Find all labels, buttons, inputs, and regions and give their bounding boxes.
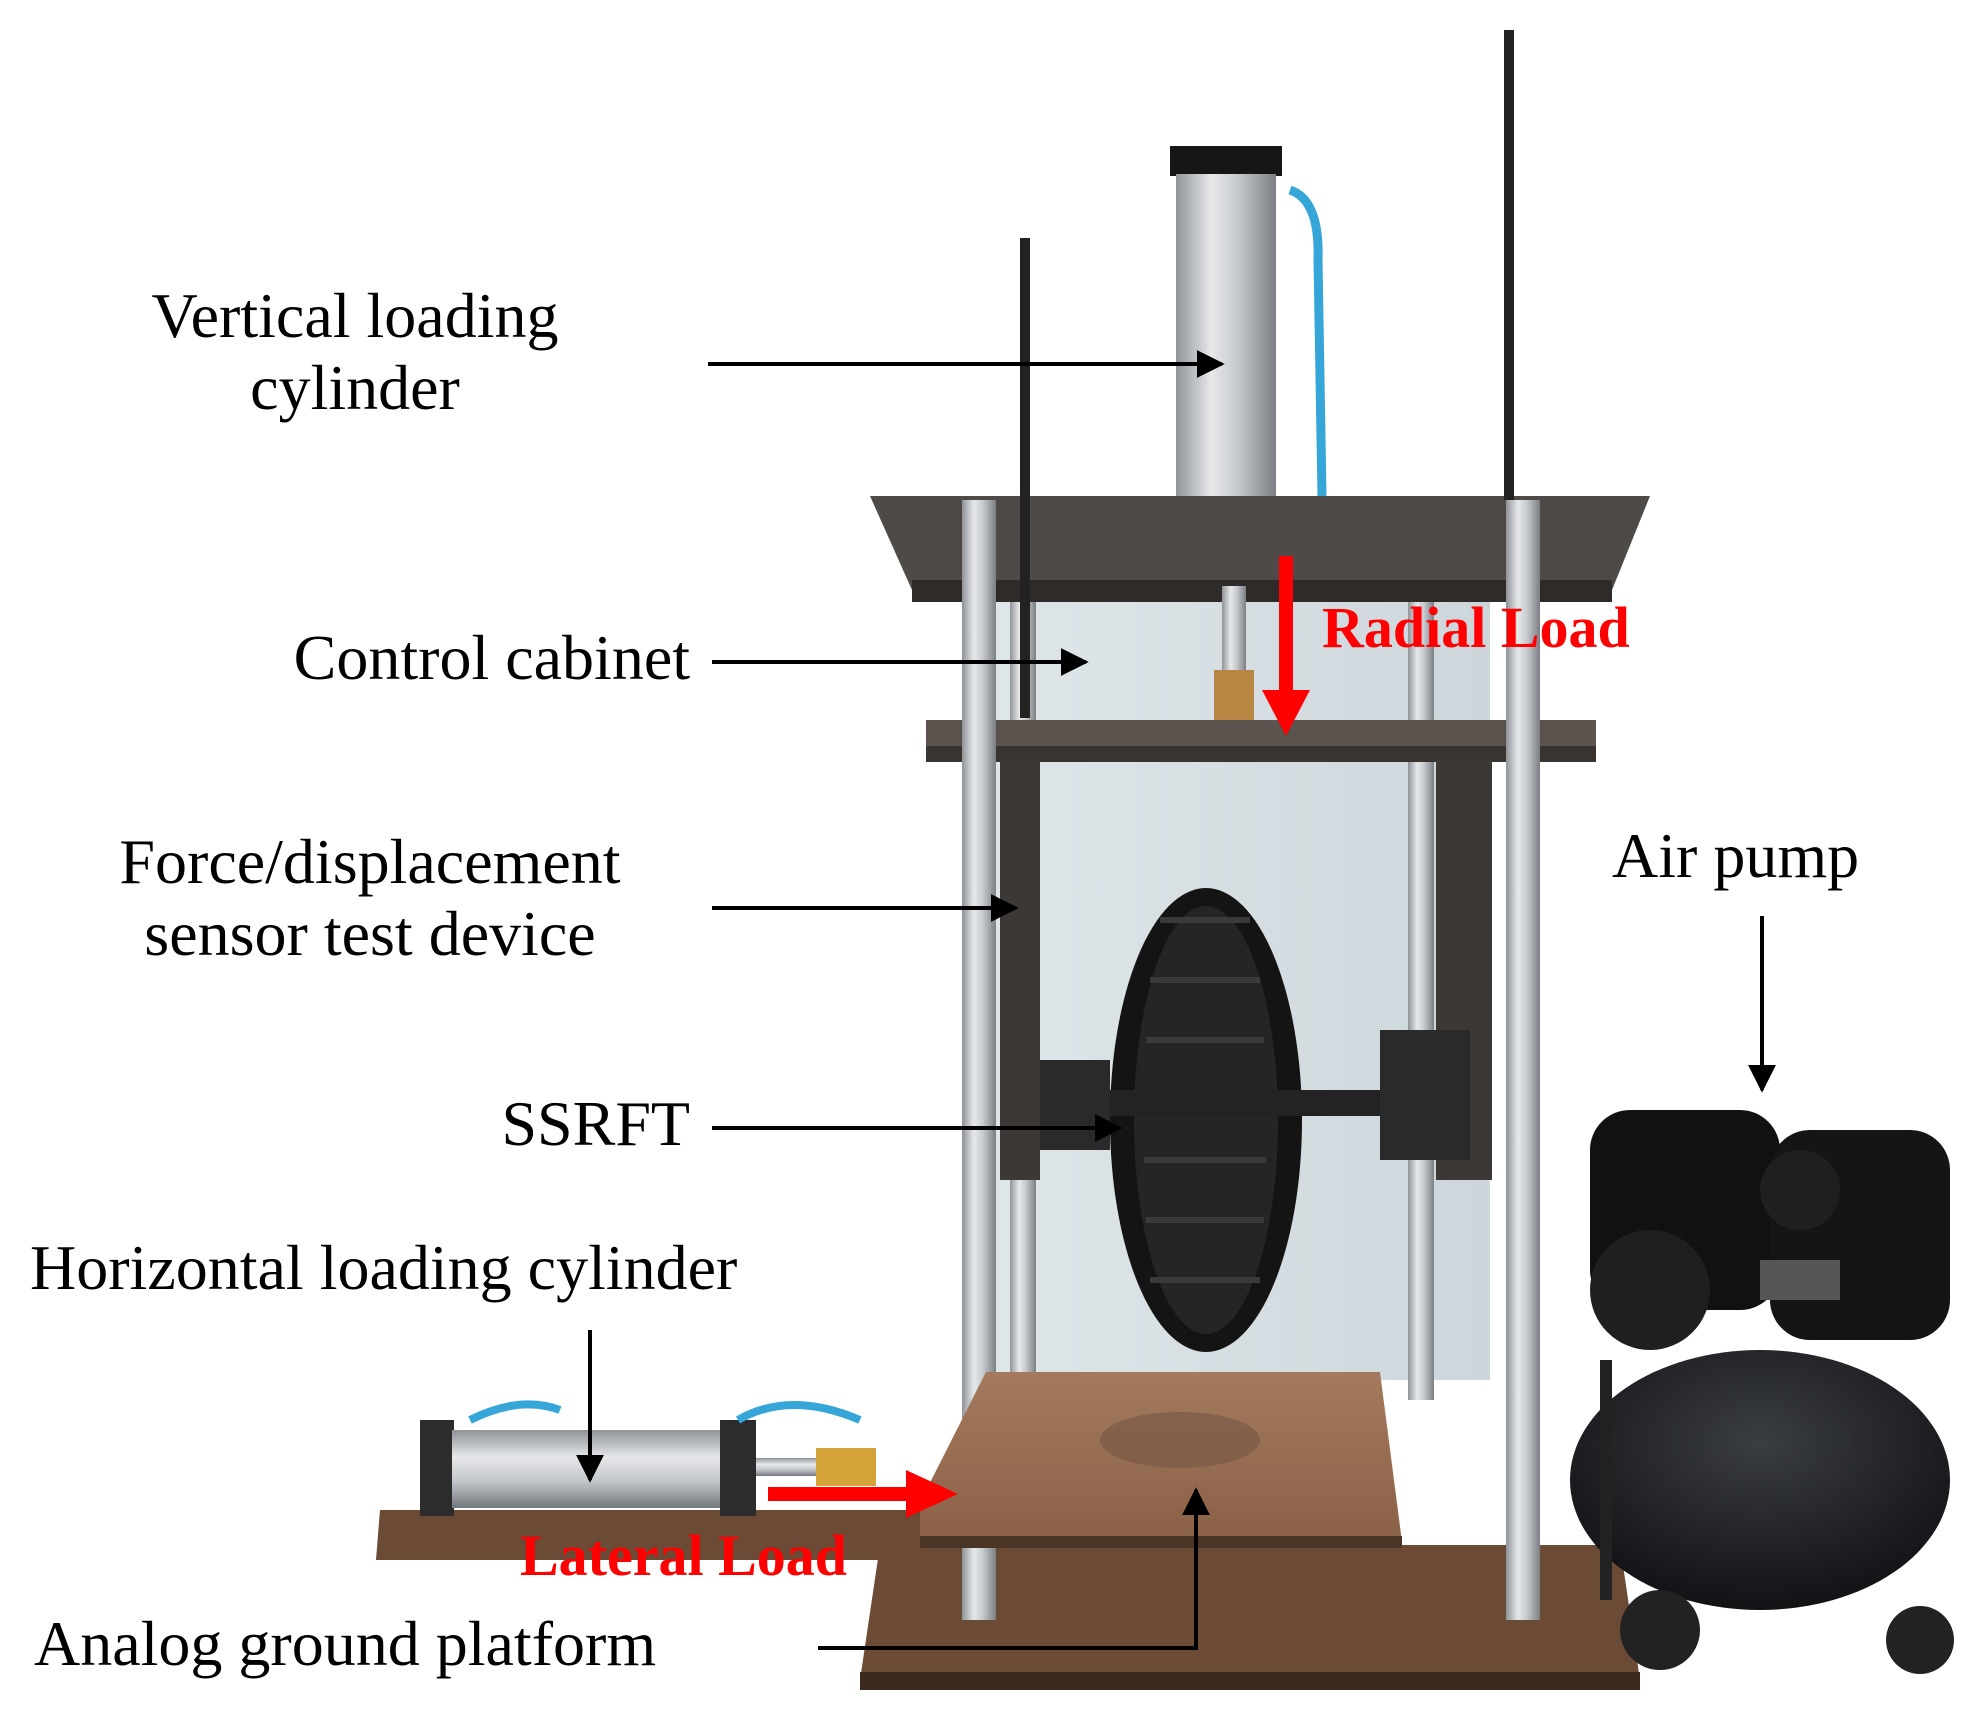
tire-footprint	[1100, 1412, 1260, 1468]
lateral-load-arrow-head	[906, 1470, 958, 1518]
radial-load-arrow-head	[1262, 690, 1310, 736]
label-vertical-loading-cylinder-line2: cylinder	[250, 351, 460, 423]
pump-fan-left	[1590, 1230, 1710, 1350]
clamp-left	[1040, 1060, 1110, 1150]
label-vertical-loading-cylinder-line1: Vertical loading	[151, 280, 559, 351]
label-air-pump-text: Air pump	[1612, 820, 1860, 891]
base-plate-edge	[860, 1672, 1640, 1690]
label-horizontal-cylinder-text: Horizontal loading cylinder	[30, 1232, 738, 1303]
radial-load-arrow-shaft	[1279, 556, 1293, 696]
middle-plate	[926, 720, 1596, 750]
axle	[1080, 1090, 1400, 1116]
label-force-sensor-line2: sensor test device	[144, 897, 596, 969]
air-tank-strap	[1600, 1360, 1612, 1600]
pointer-analog-ground	[818, 1487, 1210, 1650]
label-ssrft: SSRFT	[400, 1088, 690, 1160]
vertical-cylinder-body	[1176, 174, 1276, 496]
horizontal-cylinder-end-right	[720, 1420, 756, 1516]
label-radial-load-text: Radial Load	[1322, 595, 1630, 660]
vertical-cylinder-cap	[1170, 146, 1282, 176]
label-ssrft-text: SSRFT	[501, 1088, 690, 1159]
pump-wheel-left	[1620, 1590, 1700, 1670]
top-plate-front	[912, 580, 1612, 602]
pointer-arrows	[576, 350, 1776, 1650]
top-plate	[870, 496, 1650, 590]
label-analog-ground-platform: Analog ground platform	[34, 1608, 656, 1680]
label-lateral-load: Lateral Load	[520, 1523, 848, 1589]
label-control-cabinet: Control cabinet	[160, 622, 690, 694]
horizontal-load-cell	[816, 1448, 876, 1486]
horizontal-cylinder-body	[452, 1430, 722, 1508]
clamp-right	[1380, 1030, 1470, 1160]
middle-plate-front	[926, 746, 1596, 762]
label-air-pump: Air pump	[1612, 820, 1859, 892]
load-cell	[1214, 670, 1254, 720]
ground-platform-edge	[900, 1536, 1402, 1548]
label-analog-ground-text: Analog ground platform	[34, 1608, 657, 1679]
pump-plate	[1760, 1260, 1840, 1300]
pump-wheel-right	[1886, 1606, 1954, 1674]
horizontal-cylinder-end-left	[420, 1420, 454, 1516]
load-arrows	[768, 556, 1310, 1518]
air-hose-blue	[1288, 185, 1327, 497]
threaded-rod-left	[1020, 238, 1030, 718]
horizontal-base	[376, 1510, 920, 1560]
label-control-cabinet-text: Control cabinet	[293, 622, 690, 693]
rear-column-right	[1408, 520, 1434, 1400]
label-radial-load: Radial Load	[1322, 595, 1630, 661]
label-horizontal-loading-cylinder: Horizontal loading cylinder	[30, 1232, 737, 1304]
air-tank	[1570, 1350, 1950, 1610]
lateral-load-arrow-shaft	[768, 1487, 910, 1501]
label-lateral-load-text: Lateral Load	[520, 1523, 848, 1588]
horizontal-rod	[756, 1458, 816, 1476]
tire-tread	[1134, 906, 1278, 1334]
label-force-sensor-line1: Force/displacement	[119, 826, 621, 897]
front-column-right	[1506, 500, 1540, 1620]
label-vertical-loading-cylinder: Vertical loading cylinder	[90, 280, 620, 423]
horizontal-air-hose	[468, 1400, 862, 1424]
label-force-displacement-sensor: Force/displacement sensor test device	[50, 826, 690, 969]
pump-fan-right	[1760, 1150, 1840, 1230]
threaded-rod-right	[1504, 30, 1514, 500]
side-frame-left	[1000, 760, 1040, 1180]
